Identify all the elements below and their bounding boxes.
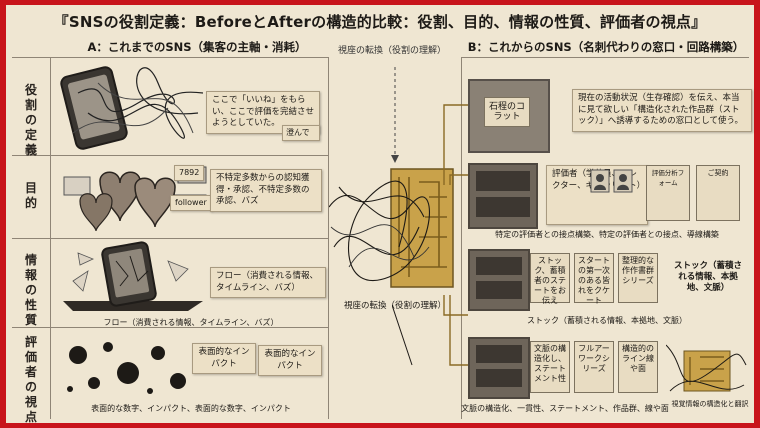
middle-transition-caption: 視座の転換（役割の理解） <box>343 301 446 311</box>
grid-label-divider <box>50 57 51 419</box>
right-evaluator-plate-3: 構造的のライン線や面 <box>618 341 658 393</box>
document-evaluation-form: 評価分析フォーム <box>646 165 690 221</box>
left-purpose-note: 不特定多数からの認知獲得・承認、不特定多数の承認、バズ <box>210 169 322 212</box>
ink-splatter-illustration <box>67 342 186 394</box>
right-info-plate-1: ストック、蓄積者のステートをお伝え <box>530 253 570 305</box>
left-evaluator-note-1: 表面的なインパクト <box>192 343 256 374</box>
follower-count-badge: 7892 <box>174 165 205 181</box>
right-evaluator-corner-label: 視覚情報の構造化と翻訳 <box>671 400 749 408</box>
follower-label-badge: follower <box>170 195 212 211</box>
grid-row-3-left <box>12 327 328 328</box>
left-evaluator-caption: 表面的な数字、インパクト、表面的な数字、インパクト <box>91 404 291 413</box>
right-info-plate-3: 整理的な作作書群シリーズ <box>618 253 658 303</box>
right-role-note: 現在の活動状況（生存確認）を伝え、本当に見て欲しい「構造化された作品群（ストック… <box>572 89 752 132</box>
circuit-tangle-corner-illustration <box>666 344 747 392</box>
tangle-to-circuit-illustration <box>329 67 454 288</box>
grid-left-divider <box>328 57 329 419</box>
right-purpose-caption: 特定の評価者との接点構築、特定の評価者との接点、導線構築 <box>495 230 719 239</box>
right-information-side-label: ストック（蓄積される情報、本拠地、文脈） <box>673 261 742 293</box>
right-evaluator-caption: 文脈の構造化、一貫性、ステートメント、作品群、線や面 <box>461 404 669 413</box>
grid-right-divider <box>461 57 462 419</box>
circuit-traces <box>392 104 468 366</box>
row-label-evaluator: 評価者の視点 <box>24 335 37 424</box>
page-title: 『SNSの役割定義：BeforeとAfterの構造的比較：役割、目的、情報の性質… <box>53 13 707 31</box>
grid-row-2-left <box>12 238 328 239</box>
diagram-frame: 『SNSの役割定義：BeforeとAfterの構造的比較：役割、目的、情報の性質… <box>6 5 754 424</box>
row-label-role: 役割の定義 <box>24 83 37 157</box>
row-label-information: 情報の性質 <box>24 253 37 327</box>
smartphone-tangle-illustration <box>60 66 204 150</box>
left-role-stamp: 澄んで <box>282 125 320 141</box>
left-evaluator-note-2: 表面的なインパクト <box>258 345 322 376</box>
right-information-caption: ストック（蓄積される情報、本拠地、文脈） <box>527 316 687 325</box>
grid-top-left <box>12 57 328 58</box>
row-label-purpose: 目的 <box>24 181 37 210</box>
document-contract: ご契約 <box>696 165 740 221</box>
broken-phone-illustration <box>63 241 203 311</box>
left-column-header: A：これまでのSNS（集客の主軸・消耗） <box>87 40 307 54</box>
grid-top-right <box>461 57 749 58</box>
right-role-plate: 石程のコラット <box>484 97 530 127</box>
right-info-plate-2: スタートの第一次のある皆れをクケート <box>574 253 614 305</box>
right-evaluator-plate-1: 文脈の構造化し、ステートメント性 <box>530 341 570 393</box>
left-information-caption: フロー（消費される情報、タイムライン、バズ） <box>103 318 279 327</box>
shelf-row-4 <box>468 337 530 399</box>
shelf-row-3 <box>468 249 530 311</box>
right-evaluator-plate-2: フルアーワークシリーズ <box>574 341 614 393</box>
portrait-icons <box>590 169 633 193</box>
shelf-row-2 <box>468 163 538 229</box>
middle-column-header: 視座の転換（役割の理解） <box>337 46 446 56</box>
grid-row-1-left <box>12 155 328 156</box>
right-column-header: B：これからのSNS（名刺代わりの窓口・回路構築） <box>467 40 745 54</box>
left-information-note: フロー（消費される情報、タイムライン、バズ） <box>210 267 326 298</box>
